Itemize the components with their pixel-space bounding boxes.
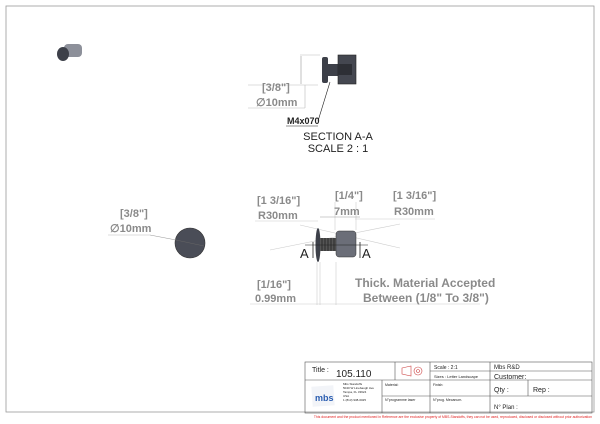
address-line-5: 1 (813) 938-6025	[343, 398, 366, 402]
address-line-1: Mbs Standoffs	[343, 382, 363, 386]
title-value: 105.110	[336, 369, 372, 380]
front-view: [3/8"] ∅10mm	[108, 208, 206, 259]
side-view: A A [1 3/16"] R30mm [1/4"] 7mm [1 3/16"]…	[250, 190, 495, 305]
section-scale: SCALE 2 : 1	[308, 143, 369, 155]
width-mm: 7mm	[334, 206, 360, 218]
company-name: Mbs R&D	[494, 365, 520, 371]
title-label: Title :	[312, 367, 329, 374]
section-view: [3/8"] ∅10mm M4x070 SECTION A-A SCALE 2 …	[248, 54, 373, 155]
svg-text:mbs: mbs	[315, 393, 334, 403]
scale-text: Scale : 2:1	[434, 365, 458, 371]
sheet-border	[5, 5, 595, 413]
thread-label: M4x070	[287, 116, 320, 126]
section-marker-right: A	[362, 246, 371, 261]
address-line-2: 5040 W Linebaugh Ave	[343, 386, 374, 390]
front-dim-inch: [3/8"]	[120, 208, 148, 220]
rep-label: Rep :	[533, 387, 550, 394]
note-line2: Between (1/8" To 3/8")	[363, 291, 489, 305]
radius-right-inch: [1 3/16"]	[393, 190, 436, 202]
material-label: Material:	[385, 383, 398, 387]
radius-left-inch: [1 3/16"]	[257, 195, 300, 207]
programme-laser-label: N°programme laser	[385, 398, 416, 402]
section-dim-inch: [3/8"]	[262, 82, 290, 94]
prog-mecanum-label: N°prog. Mecanum.	[433, 398, 462, 402]
isometric-view	[57, 44, 82, 61]
section-dim-mm: ∅10mm	[256, 97, 298, 109]
radius-left-mm: R30mm	[258, 210, 298, 222]
section-title: SECTION A-A	[303, 131, 373, 143]
footer-notice: This document and the product mentioned …	[314, 415, 592, 419]
head-mm: 0.99mm	[255, 293, 296, 305]
front-dim-mm: ∅10mm	[110, 223, 152, 235]
plan-label: N° Plan :	[494, 405, 518, 411]
title-block-text: Title : 105.110 Scale : 2:1 Sizes : Lett…	[311, 365, 550, 411]
customer-label: Customer:	[494, 374, 526, 381]
finish-label: Finish:	[433, 383, 443, 387]
title-block	[304, 361, 593, 414]
address-line-3: Tampa, FL 33624	[343, 390, 367, 394]
section-marker-left: A	[300, 246, 309, 261]
sizes-text: Sizes : Letter Landscape	[434, 374, 479, 379]
qty-label: Qty :	[494, 387, 509, 394]
note-line1: Thick. Material Accepted	[355, 276, 495, 290]
radius-right-mm: R30mm	[394, 206, 434, 218]
company-logo: mbs	[311, 385, 335, 407]
head-inch: [1/16"]	[257, 279, 291, 291]
address-line-4: USA	[343, 394, 349, 398]
width-inch: [1/4"]	[335, 190, 363, 202]
